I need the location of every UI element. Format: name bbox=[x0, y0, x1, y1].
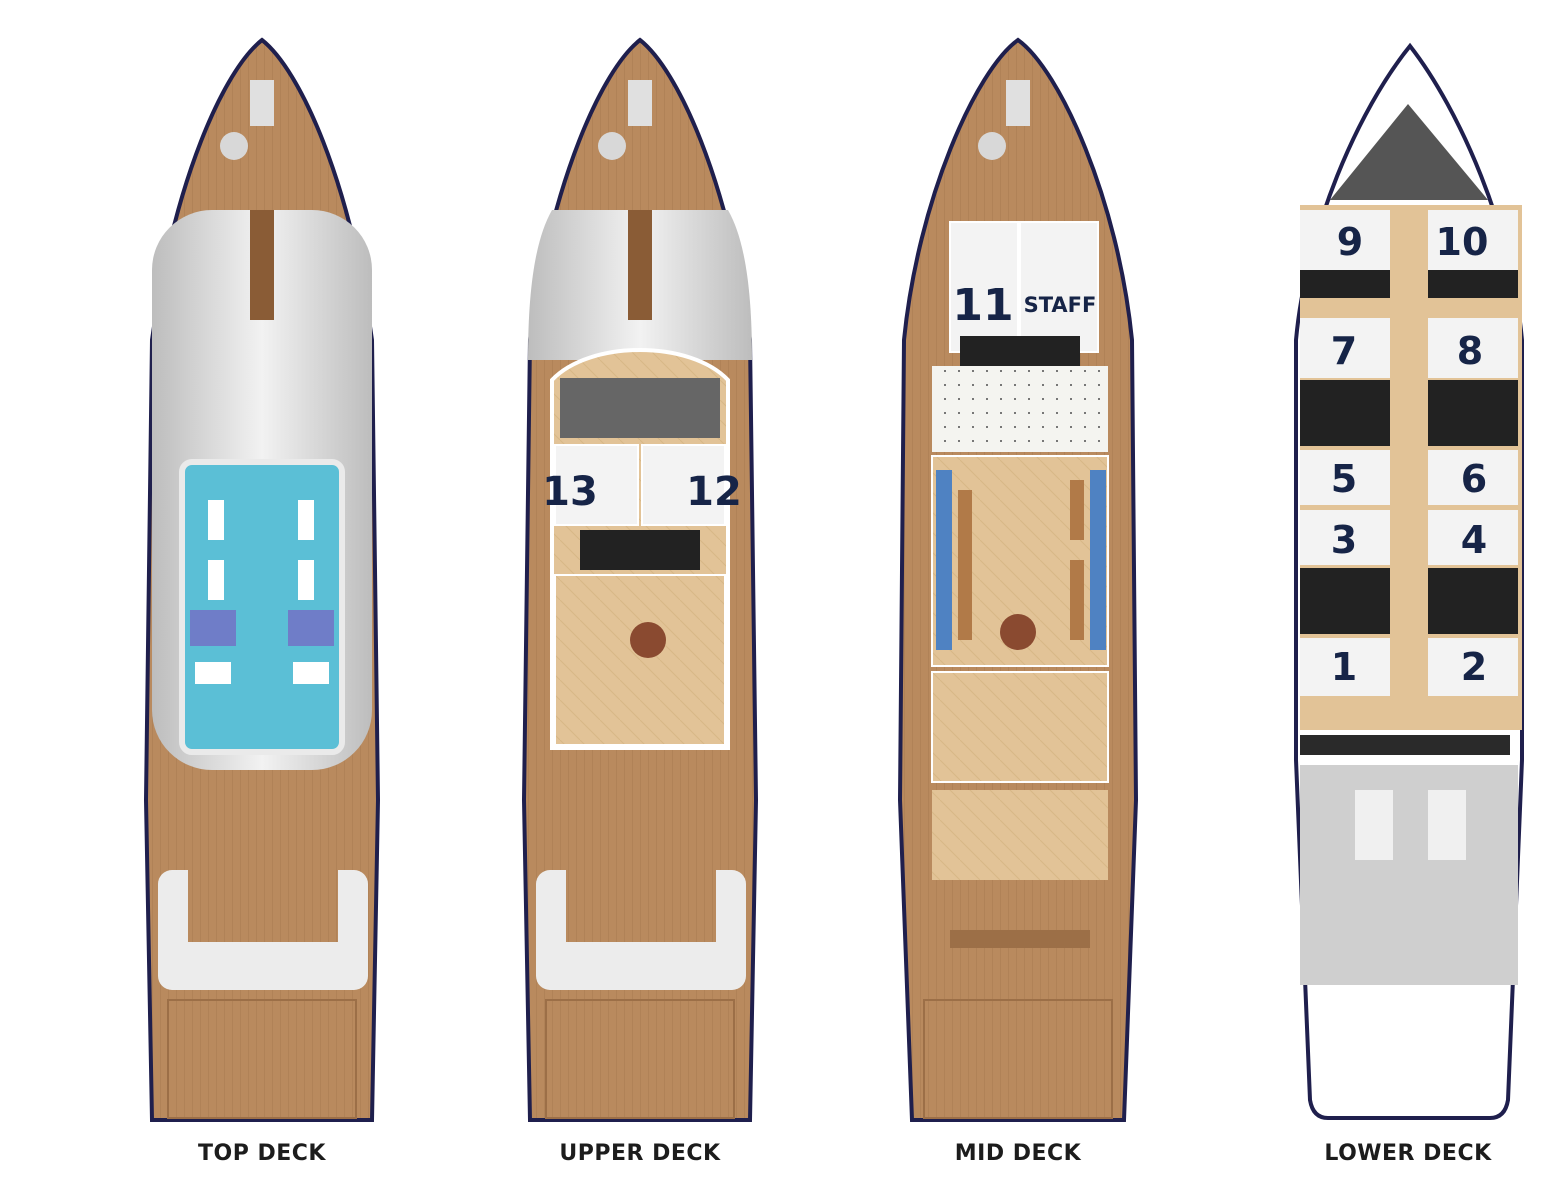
upper-deck-stair-forward bbox=[628, 210, 652, 320]
cabin-3 bbox=[1300, 510, 1390, 565]
cabin-number-6: 6 bbox=[1461, 457, 1487, 501]
top-deck-label: TOP DECK bbox=[198, 1141, 326, 1166]
cabin-number-13: 13 bbox=[542, 469, 598, 515]
upper-deck-salon bbox=[554, 574, 726, 746]
top-deck-sunbed bbox=[298, 500, 314, 540]
top-deck-sunbed bbox=[208, 500, 224, 540]
cabin-9 bbox=[1300, 210, 1390, 270]
mid-deck: 11 STAFF MID DECK bbox=[897, 37, 1139, 1166]
cabin-12 bbox=[641, 444, 726, 526]
cabin-number-4: 4 bbox=[1461, 518, 1487, 562]
mid-deck-entry bbox=[932, 790, 1108, 880]
mid-deck-table bbox=[1070, 480, 1084, 540]
mid-deck-banquette bbox=[936, 470, 952, 650]
engine-icon bbox=[1355, 790, 1393, 860]
cabin-1 bbox=[1300, 638, 1390, 696]
mid-deck-label: MID DECK bbox=[955, 1141, 1082, 1166]
top-deck-table bbox=[195, 662, 231, 684]
lower-deck-forepeak bbox=[1330, 104, 1488, 200]
engine-icon bbox=[1428, 790, 1466, 860]
mid-deck-galley bbox=[932, 366, 1108, 452]
top-deck-pool bbox=[179, 459, 345, 755]
staff-label: STAFF bbox=[1024, 293, 1097, 317]
mid-deck-table bbox=[1070, 560, 1084, 640]
top-deck-windlass bbox=[250, 80, 274, 126]
lower-deck-bathroom bbox=[1428, 568, 1518, 634]
lower-deck-engine-room bbox=[1300, 765, 1518, 985]
top-deck-aft-platform bbox=[167, 999, 357, 1119]
mid-deck-banquette bbox=[1090, 470, 1106, 650]
upper-deck-bathroom bbox=[580, 530, 700, 570]
lower-deck-label: LOWER DECK bbox=[1324, 1141, 1492, 1166]
lower-deck: 9 10 7 8 5 6 3 4 1 2 LOWER DECK bbox=[1294, 42, 1524, 1166]
top-deck-table bbox=[293, 662, 329, 684]
lower-deck-black-strip bbox=[1300, 735, 1510, 755]
lower-deck-bathroom bbox=[1300, 270, 1390, 298]
lower-deck-cabins bbox=[1300, 210, 1518, 696]
upper-deck-aft-teak bbox=[566, 870, 716, 942]
mid-deck-bathroom bbox=[960, 336, 1080, 366]
cabin-number-5: 5 bbox=[1331, 457, 1357, 501]
spiral-stair-icon bbox=[630, 622, 666, 658]
cabin-number-10: 10 bbox=[1436, 220, 1489, 264]
top-deck-capstan bbox=[220, 132, 248, 160]
mid-deck-aft-platform bbox=[923, 999, 1113, 1119]
top-deck-sunbed bbox=[298, 560, 314, 600]
mid-deck-capstan bbox=[978, 132, 1006, 160]
cabin-4 bbox=[1428, 510, 1518, 565]
lower-deck-bathroom bbox=[1300, 380, 1390, 446]
mid-deck-windlass bbox=[1006, 80, 1030, 126]
upper-deck-bridge-console bbox=[560, 378, 720, 438]
mid-deck-aft-bench bbox=[950, 930, 1090, 948]
top-deck: TOP DECK bbox=[143, 37, 381, 1166]
cabin-7 bbox=[1300, 318, 1390, 378]
top-deck-sunbed bbox=[208, 560, 224, 600]
upper-deck-aft-platform bbox=[545, 999, 735, 1119]
cabin-number-1: 1 bbox=[1331, 645, 1357, 689]
cabin-number-2: 2 bbox=[1461, 645, 1487, 689]
upper-deck: 13 12 UPPER DECK bbox=[521, 37, 759, 1166]
cabin-5 bbox=[1300, 450, 1390, 505]
upper-deck-capstan bbox=[598, 132, 626, 160]
cabin-number-9: 9 bbox=[1337, 220, 1363, 264]
cabin-number-12: 12 bbox=[686, 469, 742, 515]
cabin-number-8: 8 bbox=[1457, 329, 1483, 373]
top-deck-stair-forward bbox=[250, 210, 274, 320]
lower-deck-bathroom bbox=[1300, 568, 1390, 634]
upper-deck-label: UPPER DECK bbox=[559, 1141, 721, 1166]
cabin-2 bbox=[1428, 638, 1518, 696]
cabin-number-11: 11 bbox=[952, 280, 1013, 331]
top-deck-aft-teak bbox=[188, 870, 338, 942]
cabin-13 bbox=[554, 444, 639, 526]
cabin-8 bbox=[1428, 318, 1518, 378]
cabin-10 bbox=[1428, 210, 1518, 270]
mid-deck-table bbox=[958, 490, 972, 640]
top-deck-lounger bbox=[288, 610, 334, 646]
cabin-6 bbox=[1428, 450, 1518, 505]
cabin-number-3: 3 bbox=[1331, 518, 1357, 562]
lower-deck-bathroom bbox=[1428, 270, 1518, 298]
upper-deck-windlass bbox=[628, 80, 652, 126]
spiral-stair-icon bbox=[1000, 614, 1036, 650]
top-deck-lounger bbox=[190, 610, 236, 646]
staff-cabin bbox=[1019, 221, 1099, 353]
mid-deck-lounge bbox=[931, 671, 1109, 783]
cabin-number-7: 7 bbox=[1331, 329, 1357, 373]
lower-deck-bathroom bbox=[1428, 380, 1518, 446]
